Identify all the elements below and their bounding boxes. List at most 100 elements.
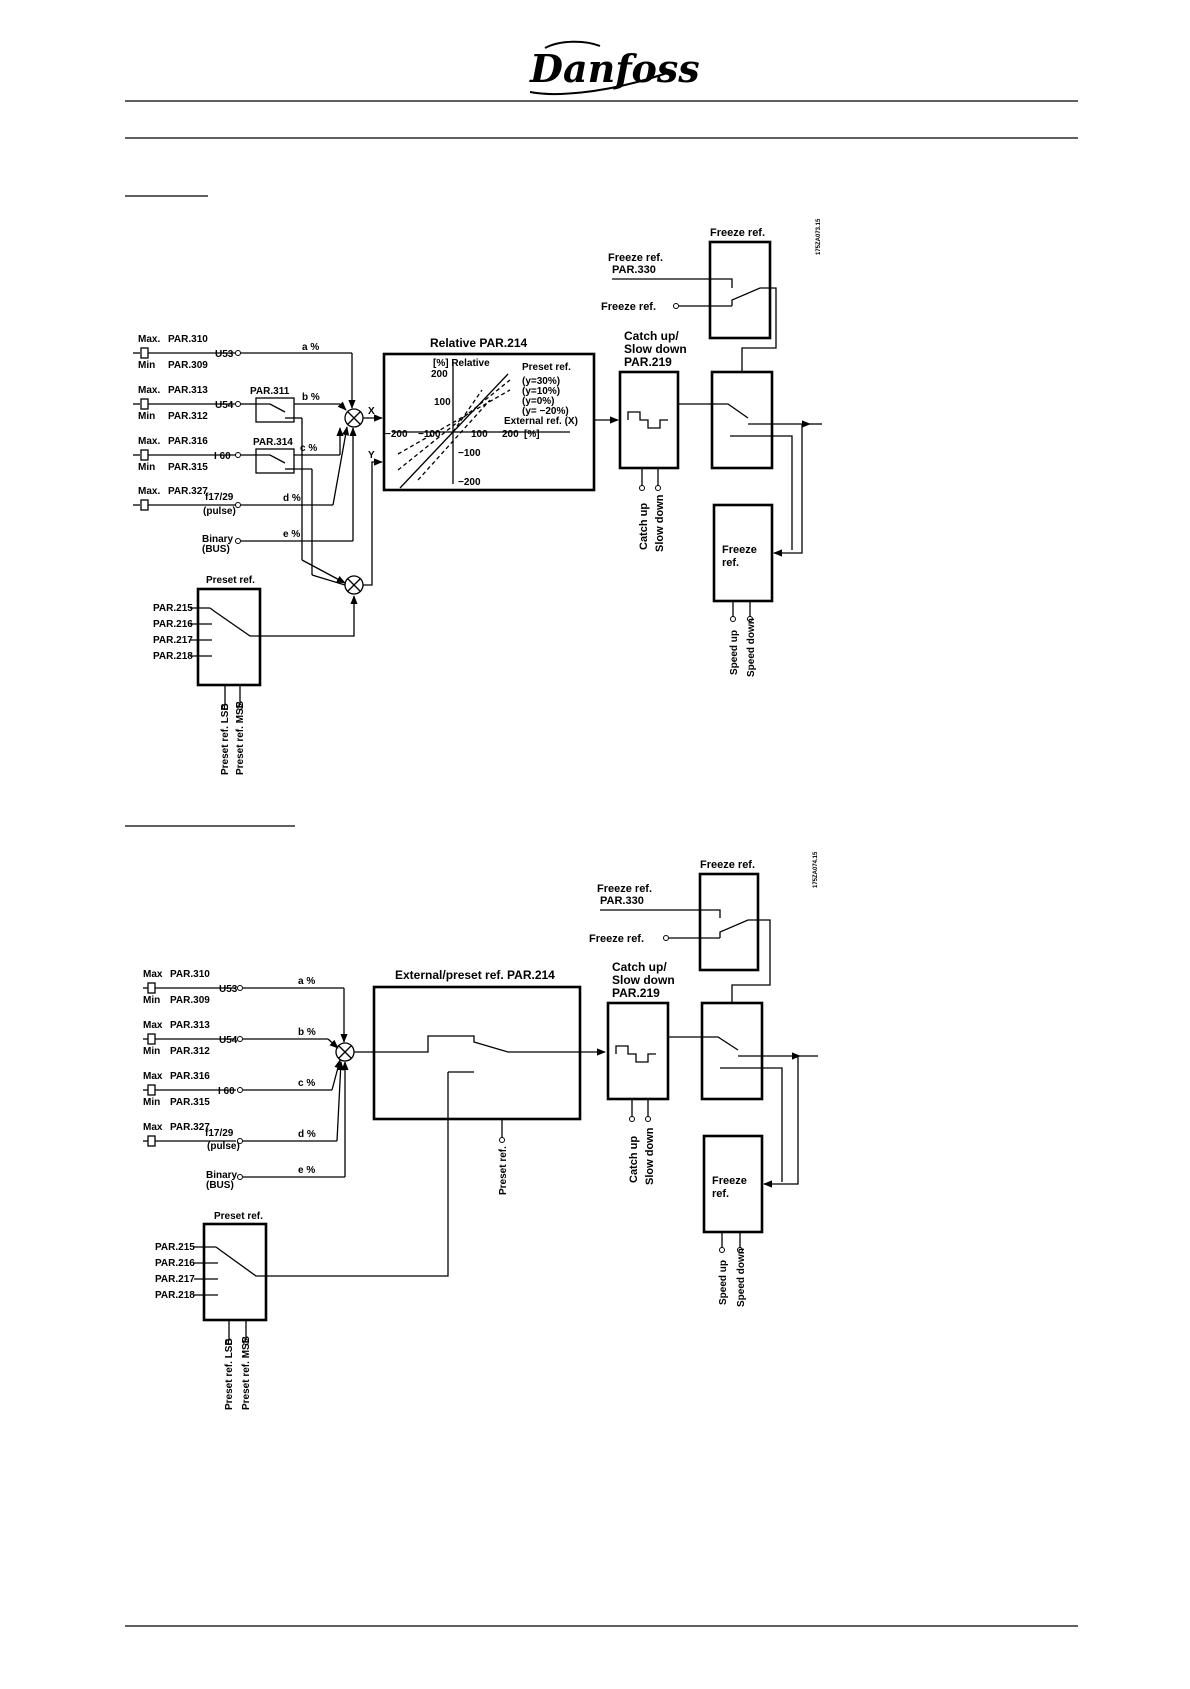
diagram-external-preset-reference: 175ZA074.15 Max Min PAR.310 PAR.309 U53 … <box>143 851 819 1410</box>
svg-text:Preset ref.: Preset ref. <box>206 575 255 586</box>
svg-text:Preset ref. MSB: Preset ref. MSB <box>235 701 246 775</box>
svg-text:Catch up/: Catch up/ <box>624 329 679 343</box>
svg-text:100: 100 <box>434 397 451 408</box>
svg-text:Binary: Binary <box>202 534 234 545</box>
diagram-code: 175ZA073.15 <box>816 218 822 255</box>
svg-text:Min: Min <box>143 1046 160 1057</box>
svg-text:−200: −200 <box>458 477 481 488</box>
svg-text:d %: d % <box>283 493 301 504</box>
svg-text:e %: e % <box>283 529 300 540</box>
input-row-i60: Max. Min PAR.316 PAR.315 I 60 PAR.314 c … <box>133 427 346 584</box>
svg-text:Max: Max <box>143 1122 163 1133</box>
svg-text:Preset ref.: Preset ref. <box>522 362 571 373</box>
input-row-bus: Binary (BUS) e % <box>206 1061 349 1191</box>
sum-junction-x <box>344 408 364 428</box>
diagram-relative-reference: 175ZA073.15 Max. Min PAR.310 PAR.309 U53… <box>133 218 822 775</box>
svg-text:Max.: Max. <box>138 385 160 396</box>
input-row-u53: Max Min PAR.310 PAR.309 U53 a % <box>143 969 348 1043</box>
potentiometer-icon <box>140 398 149 410</box>
svg-text:Danfoss: Danfoss <box>529 46 700 91</box>
svg-text:(BUS): (BUS) <box>206 1180 234 1191</box>
svg-text:Freeze: Freeze <box>722 544 757 556</box>
potentiometer-icon <box>140 449 149 461</box>
svg-text:Freeze ref.: Freeze ref. <box>589 933 644 945</box>
output-switch-block <box>710 370 822 557</box>
svg-text:PAR.327: PAR.327 <box>170 1122 210 1133</box>
svg-text:PAR.216: PAR.216 <box>155 1258 195 1269</box>
svg-text:PAR.219: PAR.219 <box>624 355 672 369</box>
svg-text:Max: Max <box>143 969 163 980</box>
terminal-icon <box>235 401 241 407</box>
svg-text:Binary: Binary <box>206 1170 238 1181</box>
svg-text:PAR.218: PAR.218 <box>155 1290 195 1301</box>
svg-text:(y=30%): (y=30%) <box>522 376 560 387</box>
svg-text:I 60: I 60 <box>214 451 231 462</box>
svg-text:Min: Min <box>143 1097 160 1108</box>
x-signal-label: X <box>368 406 375 417</box>
freeze-ref-top: Freeze ref. Freeze ref. PAR.330 Freeze r… <box>601 227 777 372</box>
svg-text:PAR.312: PAR.312 <box>170 1046 210 1057</box>
svg-text:Slow down: Slow down <box>644 1127 656 1185</box>
svg-text:I 60: I 60 <box>218 1086 235 1097</box>
svg-text:PAR.216: PAR.216 <box>153 619 193 630</box>
svg-text:(pulse): (pulse) <box>203 506 236 517</box>
svg-text:PAR.327: PAR.327 <box>168 486 208 497</box>
svg-text:PAR.313: PAR.313 <box>170 1020 210 1031</box>
svg-text:d %: d % <box>298 1129 316 1140</box>
svg-text:c %: c % <box>298 1078 315 1089</box>
svg-text:Catch up: Catch up <box>628 1136 640 1183</box>
svg-text:PAR.315: PAR.315 <box>170 1097 210 1108</box>
svg-text:PAR.217: PAR.217 <box>155 1274 195 1285</box>
svg-text:PAR.219: PAR.219 <box>612 986 660 1000</box>
svg-text:Freeze: Freeze <box>712 1175 747 1187</box>
svg-text:Catch up/: Catch up/ <box>612 960 667 974</box>
potentiometer-icon <box>140 499 149 511</box>
input-row-pulse: Max. PAR.327 f17/29 (pulse) d % <box>133 426 350 517</box>
terminal-icon <box>235 502 241 508</box>
svg-text:Max: Max <box>143 1071 163 1082</box>
svg-text:(y=0%): (y=0%) <box>522 396 555 407</box>
y-signal-label: Y <box>368 450 375 461</box>
svg-text:Preset ref.: Preset ref. <box>214 1211 263 1222</box>
switch-box <box>255 448 295 474</box>
input-row-u54: Max Min PAR.313 PAR.312 U54 b % <box>143 1020 339 1057</box>
svg-text:PAR.313: PAR.313 <box>168 385 208 396</box>
svg-text:PAR.309: PAR.309 <box>168 360 208 371</box>
svg-text:Catch up: Catch up <box>638 503 650 550</box>
danfoss-logo: Danfoss <box>529 40 700 95</box>
svg-text:PAR.330: PAR.330 <box>612 264 656 276</box>
svg-text:Slow down: Slow down <box>612 973 675 987</box>
preset-ref-block: Preset ref. PAR.215 PAR.216 PAR.217 PAR.… <box>153 575 358 775</box>
svg-text:Freeze ref.: Freeze ref. <box>700 859 755 871</box>
svg-text:U54: U54 <box>219 1035 238 1046</box>
svg-text:Speed up: Speed up <box>729 630 740 675</box>
terminal-icon <box>235 538 241 544</box>
svg-text:PAR.314: PAR.314 <box>253 437 293 448</box>
svg-text:Freeze ref.: Freeze ref. <box>608 252 663 264</box>
svg-text:PAR.330: PAR.330 <box>600 895 644 907</box>
svg-text:Max.: Max. <box>138 436 160 447</box>
svg-text:c %: c % <box>300 443 317 454</box>
svg-text:PAR.215: PAR.215 <box>155 1242 195 1253</box>
svg-text:ref.: ref. <box>712 1188 729 1200</box>
svg-text:PAR.217: PAR.217 <box>153 635 193 646</box>
svg-text:200: 200 <box>431 369 448 380</box>
input-row-u54: Max. Min PAR.313 PAR.312 U54 PAR.311 b % <box>133 385 347 560</box>
svg-text:Preset ref. LSB: Preset ref. LSB <box>224 1338 235 1410</box>
svg-text:e %: e % <box>298 1165 315 1176</box>
input-row-pulse: Max PAR.327 f17/29 (pulse) d % <box>143 1061 345 1152</box>
catch-up-block: Catch up/ Slow down PAR.219 Catch up Slo… <box>606 960 675 1185</box>
svg-text:Max.: Max. <box>138 486 160 497</box>
sum-junction-y <box>344 575 364 595</box>
svg-text:Speed up: Speed up <box>718 1260 729 1305</box>
svg-text:Slow down: Slow down <box>624 342 687 356</box>
catch-up-block: Catch up/ Slow down PAR.219 Catch up Slo… <box>618 329 687 552</box>
svg-text:b %: b % <box>302 392 320 403</box>
svg-text:Speed down: Speed down <box>736 1248 747 1307</box>
svg-text:PAR.316: PAR.316 <box>170 1071 210 1082</box>
svg-text:a %: a % <box>302 342 319 353</box>
freeze-ref-bottom: Freeze ref. Speed up Speed down <box>702 1134 764 1307</box>
svg-text:Freeze ref.: Freeze ref. <box>710 227 765 239</box>
